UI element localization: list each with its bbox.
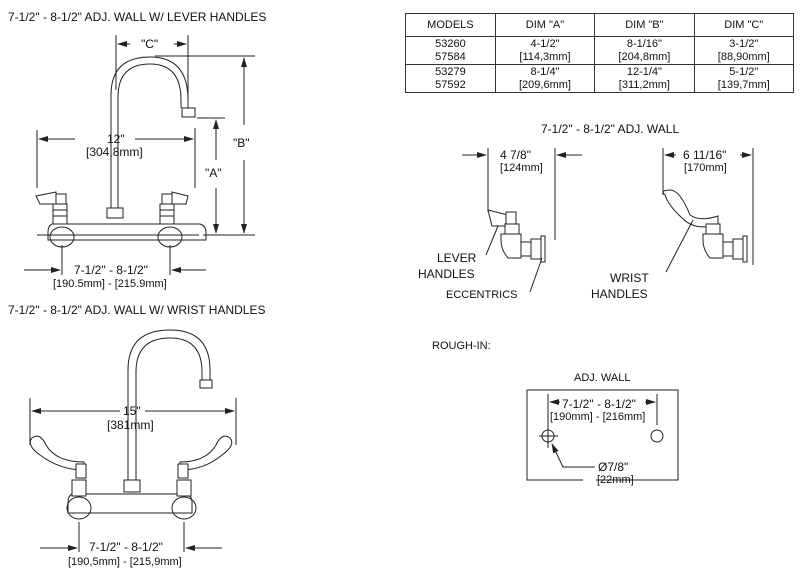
lever-handles-label-1: LEVER xyxy=(437,251,477,265)
rough-in-drawing xyxy=(526,389,679,481)
dim-b-cell: 12-1/4"[311,2mm] xyxy=(594,64,695,93)
rough-in-centers-mm: [190mm] - [216mm] xyxy=(550,411,646,423)
table-header-row: MODELS DIM "A" DIM "B" DIM "C" xyxy=(405,13,795,37)
wrist-centers-mm: [190,5mm] - [215,9mm] xyxy=(68,556,182,568)
lever-handles-label-2: HANDLES xyxy=(418,267,475,281)
dim-c-label: "C" xyxy=(141,37,159,51)
wrist-handles-label-1: WRIST xyxy=(610,271,649,285)
wrist-width-in: 15" xyxy=(123,404,141,418)
side-view-wrist-drawing xyxy=(662,148,754,273)
rough-in-title: ROUGH-IN: xyxy=(432,340,491,352)
header-dim-b: DIM "B" xyxy=(594,13,695,37)
dim-a-cell: 4-1/2"[114,3mm] xyxy=(494,36,596,65)
dim-b-label: "B" xyxy=(233,136,250,150)
lever-faucet-drawing xyxy=(24,35,255,275)
lever-depth-in: 4 7/8" xyxy=(500,148,531,162)
wrist-width-mm: [381mm] xyxy=(107,418,154,432)
wrist-centers-in: 7-1/2" - 8-1/2" xyxy=(89,540,163,554)
dim-a-label: "A" xyxy=(205,166,222,180)
header-models: MODELS xyxy=(405,13,496,37)
lever-width-mm: [304,8mm] xyxy=(86,145,143,159)
adj-wall-label: ADJ. WALL xyxy=(574,372,631,384)
header-dim-c: DIM "C" xyxy=(693,13,795,37)
lever-view-title: 7-1/2" - 8-1/2" ADJ. WALL W/ LEVER HANDL… xyxy=(8,10,267,24)
lever-depth-mm: [124mm] xyxy=(500,162,543,174)
side-view-title: 7-1/2" - 8-1/2" ADJ. WALL xyxy=(541,122,680,136)
dim-c-cell: 5-1/2"[139,7mm] xyxy=(693,64,795,93)
dim-a-cell: 8-1/4"[209,6mm] xyxy=(494,64,596,93)
wrist-handles-label-2: HANDLES xyxy=(591,287,648,301)
side-view-lever-drawing xyxy=(462,148,582,293)
wrist-view-title: 7-1/2" - 8-1/2" ADJ. WALL W/ WRIST HANDL… xyxy=(8,303,266,317)
hole-diameter-in: Ø7/8" xyxy=(598,460,629,474)
eccentrics-label: ECCENTRICS xyxy=(446,289,518,301)
hole-diameter-mm: [22mm] xyxy=(597,474,634,486)
wrist-depth-mm: [170mm] xyxy=(684,162,727,174)
dim-b-cell: 8-1/16"[204,8mm] xyxy=(594,36,695,65)
wrist-depth-in: 6 11/16" xyxy=(683,148,727,162)
dim-c-cell: 3-1/2"[88,90mm] xyxy=(693,36,795,65)
wrist-faucet-drawing xyxy=(29,329,237,552)
lever-width-in: 12" xyxy=(107,132,125,146)
lever-centers-in: 7-1/2" - 8-1/2" xyxy=(74,263,148,277)
rough-in-centers-in: 7-1/2" - 8-1/2" xyxy=(562,397,636,411)
header-dim-a: DIM "A" xyxy=(494,13,596,37)
lever-centers-mm: [190.5mm] - [215.9mm] xyxy=(53,278,167,290)
